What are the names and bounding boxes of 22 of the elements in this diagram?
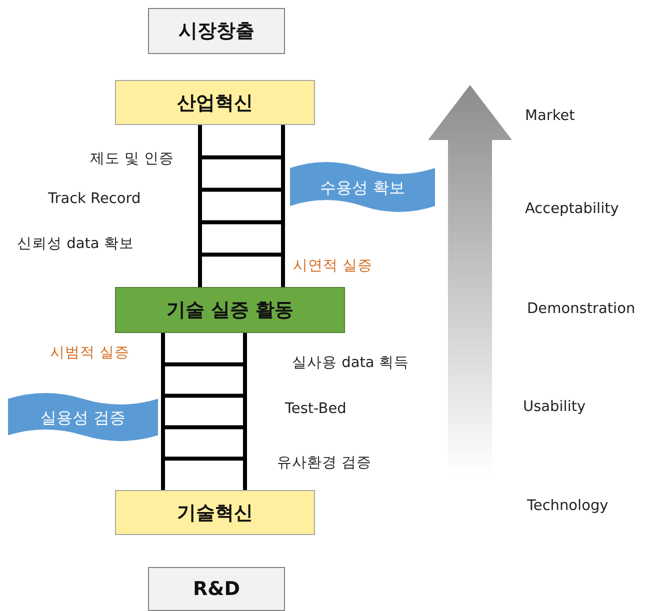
ladder-connector [198, 125, 285, 287]
stage-box: 산업혁신 [115, 80, 315, 125]
stage-label: Usability [523, 399, 586, 415]
banner-flag: 실용성 검증 [8, 393, 158, 443]
step-label: 실사용 data 획득 [292, 354, 409, 372]
stage-box: 시장창출 [148, 8, 285, 54]
stage-box: 기술혁신 [115, 490, 315, 535]
step-label: 유사환경 검증 [277, 454, 372, 472]
stage-label: Acceptability [525, 201, 619, 217]
stage-box: R&D [148, 567, 285, 611]
stage-label: Technology [527, 498, 608, 514]
step-label: Test-Bed [285, 401, 346, 417]
phase-label: 시연적 실증 [293, 257, 373, 275]
phase-label: 시범적 실증 [50, 344, 130, 362]
step-label: 신뢰성 data 확보 [17, 235, 134, 253]
step-label: 제도 및 인증 [90, 150, 174, 168]
stage-label: Demonstration [527, 301, 636, 317]
ladder-connector [161, 333, 247, 490]
activity-box: 기술 실증 활동 [115, 287, 345, 333]
stage-label: Market [525, 108, 575, 124]
banner-flag: 수용성 확보 [290, 162, 435, 214]
step-label: Track Record [48, 191, 141, 207]
